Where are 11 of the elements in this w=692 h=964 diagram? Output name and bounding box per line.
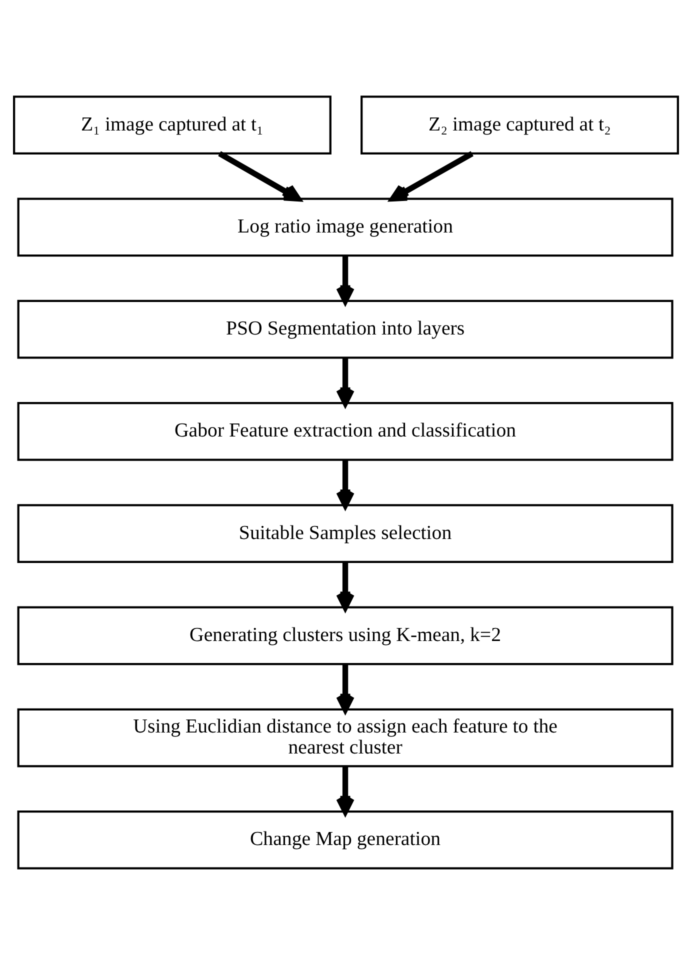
node-box: Log ratio image generation bbox=[17, 197, 674, 256]
node-box: Change Map generation bbox=[17, 810, 674, 869]
arrow bbox=[218, 150, 301, 201]
node-box: Z₂ image captured at t₂ bbox=[360, 95, 679, 154]
node-box: PSO Segmentation into layers bbox=[17, 299, 674, 358]
node-box: Using Euclidian distance to assign each feature to the nearest cluster bbox=[17, 708, 674, 767]
arrow bbox=[390, 150, 474, 201]
node-box: Generating clusters using K-mean, k=2 bbox=[17, 606, 674, 665]
node-box: Suitable Samples selection bbox=[17, 504, 674, 562]
node-box: Z₁ image captured at t₁ bbox=[13, 95, 332, 154]
node-box: Gabor Feature extraction and classification bbox=[17, 402, 674, 460]
